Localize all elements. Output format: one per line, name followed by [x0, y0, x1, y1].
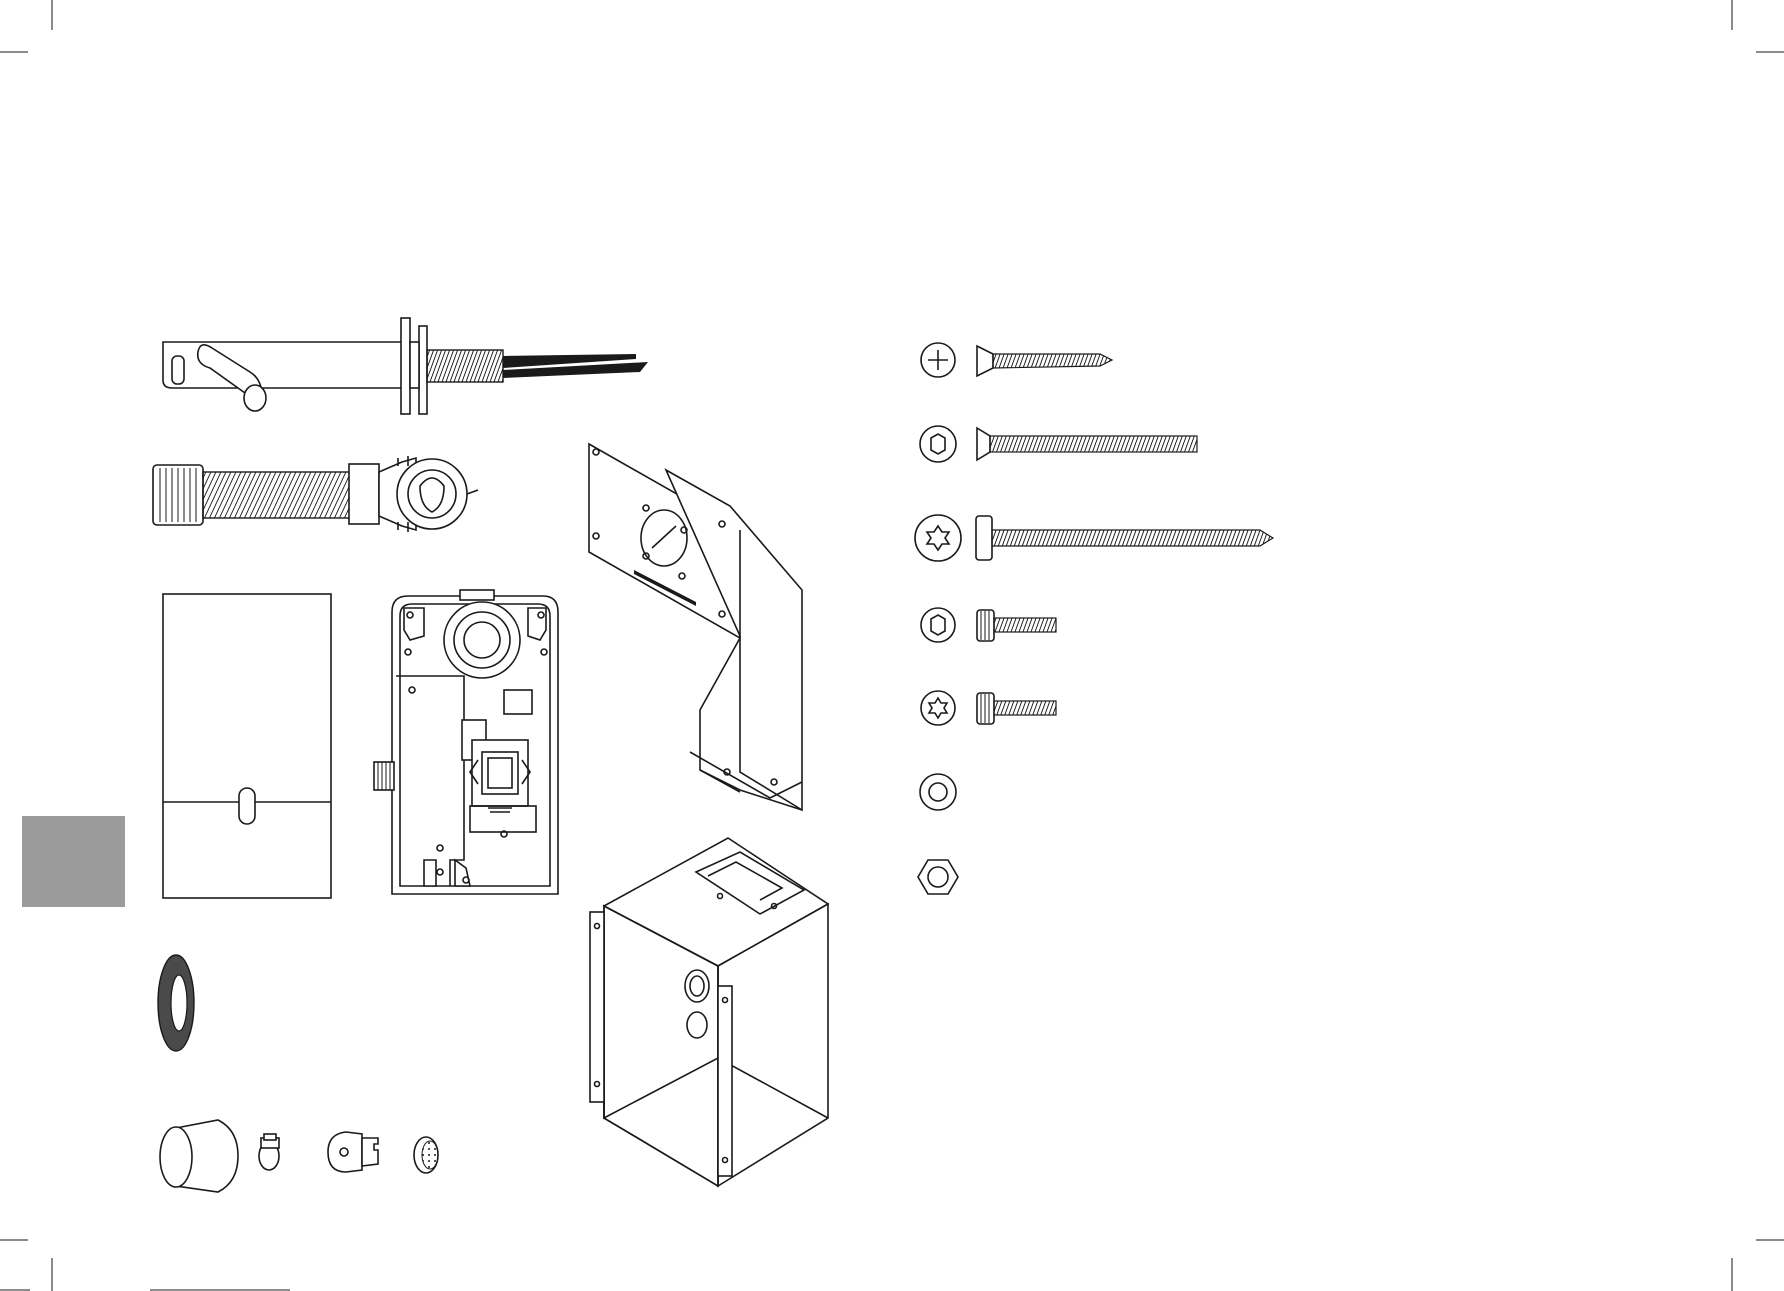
faucet-spout — [163, 318, 648, 414]
hose-clamp — [259, 1134, 279, 1170]
cap — [160, 1120, 238, 1192]
phillips-countersunk-wood-screw — [921, 343, 1112, 377]
aerator — [414, 1137, 438, 1173]
hex-nut — [918, 860, 958, 894]
flexible-connection-hose — [153, 456, 478, 532]
control-unit-housing — [374, 590, 558, 894]
torx-pan-head-wood-screw — [915, 515, 1273, 561]
mounting-bracket — [589, 444, 802, 810]
cover-plate — [163, 594, 331, 898]
service-key — [328, 1132, 378, 1172]
hex-socket-cap-screw — [921, 608, 1056, 642]
hex-socket-countersunk-machine-screw — [920, 426, 1197, 462]
sealing-ring — [158, 955, 194, 1051]
mounting-box — [590, 838, 828, 1186]
torx-cap-screw — [921, 691, 1056, 725]
washer — [920, 774, 956, 810]
